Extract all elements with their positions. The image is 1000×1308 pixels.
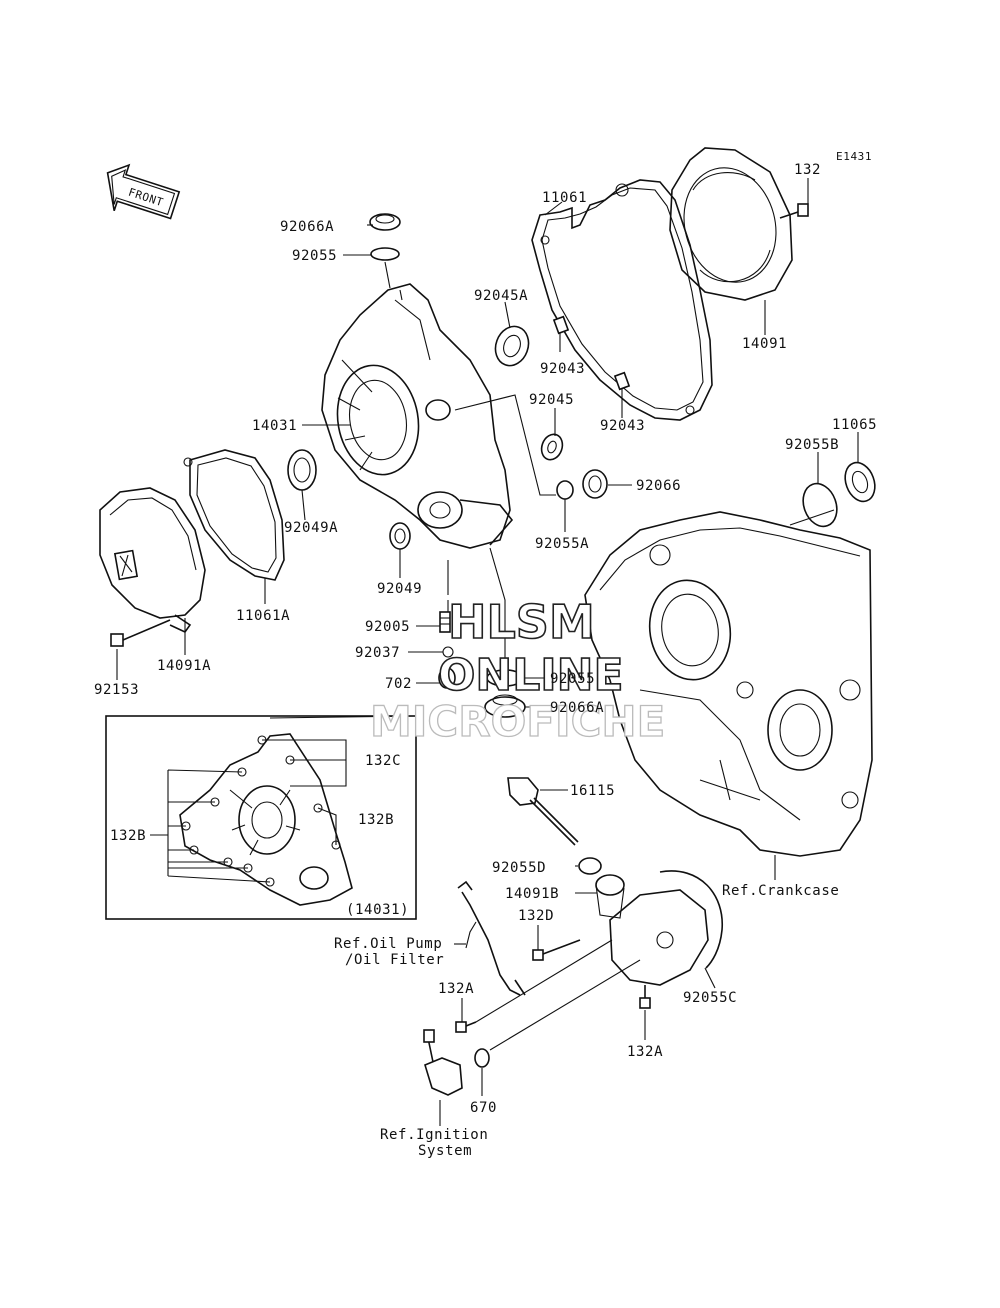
gasket-11061A bbox=[183, 449, 285, 581]
label-14091A: 14091A bbox=[157, 658, 211, 674]
magneto-cover-14091A bbox=[99, 487, 206, 634]
label-132C: 132C bbox=[365, 753, 401, 769]
label-14031: 14031 bbox=[252, 418, 297, 434]
bolt-132 bbox=[779, 203, 809, 219]
ref-crankcase: Ref.Crankcase bbox=[722, 883, 839, 899]
oil-seal-92049 bbox=[389, 522, 411, 550]
bolt-132A-left bbox=[455, 1021, 477, 1033]
diagram-code: E1431 bbox=[836, 150, 872, 163]
dowel-pins-92043 bbox=[552, 315, 631, 391]
watermark: HLSM ONLINE MICROFICHE bbox=[369, 594, 666, 746]
part-labels: 132 11061 14091 92066A 92055 92045A 9204… bbox=[94, 162, 877, 1116]
label-11061: 11061 bbox=[542, 190, 587, 206]
label-132D: 132D bbox=[518, 908, 554, 924]
bolt-132A-right bbox=[639, 985, 651, 1009]
part-702 bbox=[438, 667, 456, 689]
label-92055: 92055 bbox=[292, 248, 337, 264]
engine-cover-14031 bbox=[321, 283, 514, 549]
label-92043-lower: 92043 bbox=[600, 418, 645, 434]
gasket-11061 bbox=[531, 179, 713, 421]
ref-ignition-line1: Ref.Ignition bbox=[380, 1127, 488, 1143]
crankcase-illustration bbox=[584, 511, 873, 857]
label-92005: 92005 bbox=[365, 619, 410, 635]
o-ring-670 bbox=[474, 1048, 490, 1068]
label-14091B: 14091B bbox=[505, 886, 559, 902]
o-ring-92055 bbox=[370, 247, 400, 261]
plug-92005 bbox=[439, 611, 451, 633]
inset-cover-illustration bbox=[179, 733, 353, 906]
label-92055A: 92055A bbox=[535, 536, 589, 552]
oil-pipe bbox=[457, 880, 526, 996]
o-ring-92055A bbox=[556, 480, 574, 500]
o-ring-92055D bbox=[578, 857, 602, 875]
label-92066A: 92066A bbox=[280, 219, 334, 235]
label-92045: 92045 bbox=[529, 392, 574, 408]
cap-92066A-lower bbox=[484, 694, 526, 718]
label-702: 702 bbox=[385, 676, 412, 692]
bolt-132D bbox=[532, 939, 581, 961]
label-92055C: 92055C bbox=[683, 990, 737, 1006]
bearing-92045 bbox=[540, 433, 564, 461]
label-92037: 92037 bbox=[355, 645, 400, 661]
bearing-92045A bbox=[494, 325, 530, 367]
label-132B-right: 132B bbox=[358, 812, 394, 828]
label-92055D: 92055D bbox=[492, 860, 546, 876]
ref-ignition-line2: System bbox=[418, 1143, 472, 1159]
label-92045A: 92045A bbox=[474, 288, 528, 304]
label-92153: 92153 bbox=[94, 682, 139, 698]
seal-11065 bbox=[844, 461, 876, 503]
reference-labels: Ref.Crankcase Ref.Oil Pump /Oil Filter R… bbox=[334, 883, 839, 1159]
ref-oil-pump-line1: Ref.Oil Pump bbox=[334, 936, 442, 952]
label-132: 132 bbox=[794, 162, 821, 178]
bolt-92153 bbox=[110, 619, 171, 647]
o-ring-92055B bbox=[802, 482, 838, 528]
cap-92066 bbox=[582, 469, 608, 499]
o-ring-92055-lower bbox=[486, 669, 524, 687]
label-11065: 11065 bbox=[832, 417, 877, 433]
inset-box bbox=[105, 715, 417, 920]
label-92043-upper: 92043 bbox=[540, 361, 585, 377]
label-670: 670 bbox=[470, 1100, 497, 1116]
oil-seal-92049A bbox=[287, 449, 317, 491]
watermark-line3: MICROFICHE bbox=[370, 697, 665, 746]
leader-lines bbox=[116, 178, 859, 1126]
ignition-sensor bbox=[423, 1029, 463, 1096]
label-92066A-lower: 92066A bbox=[550, 700, 604, 716]
ref-oil-pump-line2: /Oil Filter bbox=[345, 952, 444, 968]
label-132A-right: 132A bbox=[627, 1044, 663, 1060]
filter-cover-14091B bbox=[595, 874, 709, 986]
dipstick-16115 bbox=[507, 777, 579, 846]
label-11061A: 11061A bbox=[236, 608, 290, 624]
watermark-line1: HLSM bbox=[448, 595, 595, 649]
o-ring-92055C bbox=[659, 870, 723, 969]
label-14031-inset: (14031) bbox=[346, 902, 409, 918]
inset-leader-lines bbox=[150, 715, 417, 883]
watermark-line2: ONLINE bbox=[438, 650, 624, 701]
label-132B-left: 132B bbox=[110, 828, 146, 844]
label-92066: 92066 bbox=[636, 478, 681, 494]
label-16115: 16115 bbox=[570, 783, 615, 799]
label-132A-left: 132A bbox=[438, 981, 474, 997]
label-92049: 92049 bbox=[377, 581, 422, 597]
label-92055B: 92055B bbox=[785, 437, 839, 453]
label-92049A: 92049A bbox=[284, 520, 338, 536]
front-arrow-icon: FRONT bbox=[106, 163, 181, 220]
label-14091: 14091 bbox=[742, 336, 787, 352]
label-92055-lower: 92055 bbox=[550, 671, 595, 687]
cap-92066A bbox=[369, 213, 401, 231]
